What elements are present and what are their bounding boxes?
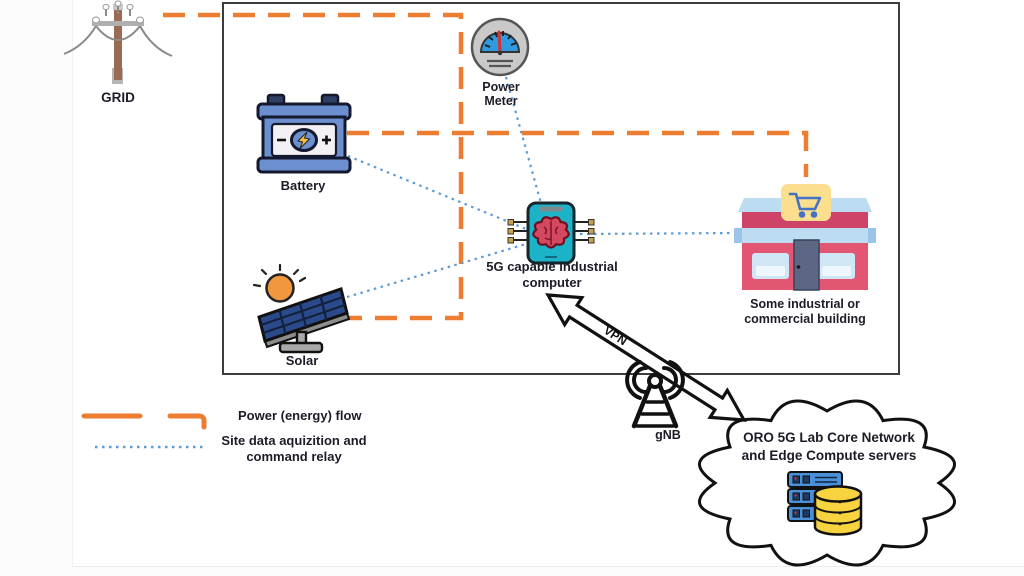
- solar-panel-icon: [252, 263, 351, 354]
- site-boundary-box: [222, 2, 900, 375]
- utility-pole-icon: [63, 0, 173, 84]
- page-bottom-edge: [72, 566, 1024, 576]
- vpn-arrow: VPN: [545, 293, 747, 422]
- cloud-label: ORO 5G Lab Core Network and Edge Compute…: [741, 430, 917, 463]
- data-line-battery: [347, 154, 527, 231]
- power-line-grid-meter-solar: [163, 12, 464, 321]
- 5g-brain-computer-icon: [507, 201, 595, 265]
- store-sign: [781, 184, 831, 221]
- power-meter-label: Power Meter: [482, 80, 520, 108]
- data-relay-lines: [346, 76, 738, 299]
- power-line-battery-building: [347, 130, 809, 177]
- data-line-building: [579, 231, 738, 236]
- data-line-solar: [346, 242, 527, 299]
- legend-data-label: Site data aquizition and command relay: [221, 433, 367, 464]
- solar-label: Solar: [285, 353, 319, 368]
- shopping-cart-icon: [788, 192, 822, 218]
- gauge-icon: [470, 17, 530, 77]
- grid-label: GRID: [101, 90, 135, 105]
- cloud-shape: [698, 399, 956, 567]
- store-icon: [734, 184, 876, 291]
- data-line-meter: [504, 76, 544, 208]
- battery-icon: [256, 93, 352, 174]
- antenna-tower-icon: [625, 360, 685, 429]
- legend-power-dash: [81, 413, 207, 430]
- legend-power-label: Power (energy) flow: [238, 408, 362, 423]
- gnb-label: gNB: [655, 428, 681, 442]
- power-flow-lines: [163, 12, 809, 321]
- building-label: Some industrial or commercial building: [744, 297, 866, 326]
- battery-label: Battery: [280, 178, 326, 193]
- server-database-icon: [787, 471, 863, 536]
- page-left-edge: [0, 0, 73, 576]
- computer-label: 5G capable industrial computer: [486, 259, 618, 290]
- legend-keys: [81, 413, 207, 449]
